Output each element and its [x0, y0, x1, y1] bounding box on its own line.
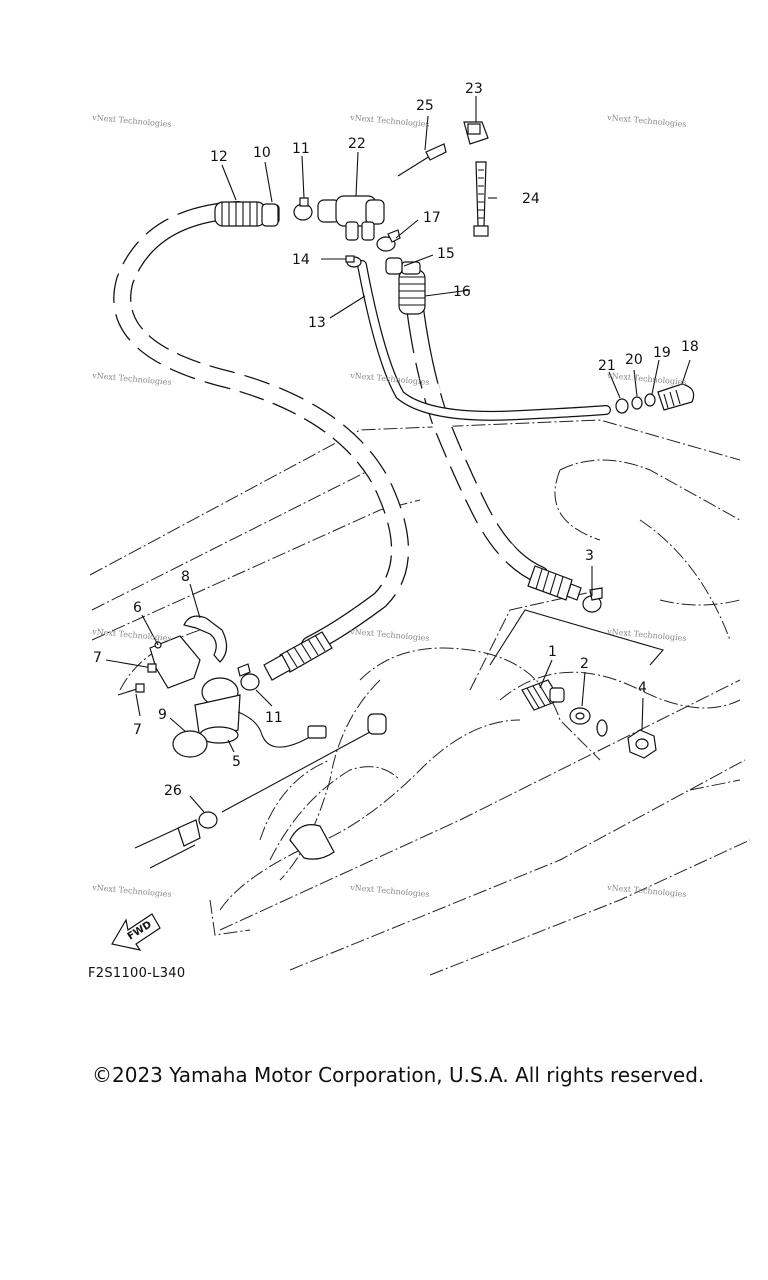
part-26-clamp	[198, 811, 218, 829]
part-19-nut	[644, 393, 656, 407]
callout-24: 24	[522, 191, 540, 207]
watermark-text: vNext Technologies	[91, 883, 172, 899]
callout-9: 9	[158, 707, 167, 723]
hose-13	[357, 260, 611, 421]
watermark-text: vNext Technologies	[606, 113, 687, 129]
part-25-rivet	[397, 143, 447, 177]
fwd-arrow: FWD	[111, 913, 161, 951]
part-5-bilge-pump	[194, 677, 327, 748]
part-24-cable-tie	[473, 161, 489, 237]
part-23-clip	[463, 121, 489, 145]
leader-lines	[105, 96, 691, 813]
callout-21: 21	[598, 358, 616, 374]
hull-outline	[89, 419, 751, 976]
part-4-nut	[627, 729, 657, 759]
corrugation-16-bottom	[527, 565, 582, 601]
callout-8: 8	[181, 569, 190, 585]
callout-3: 3	[585, 548, 594, 564]
callout-2: 2	[580, 656, 589, 672]
callout-11-top: 11	[292, 141, 310, 157]
watermark-text: vNext Technologies	[606, 883, 687, 899]
ring-small	[596, 719, 608, 737]
callout-14: 14	[292, 252, 310, 268]
callouts: 12 10 11 22 25 23 24 17 14 15 16 13 21 2…	[93, 81, 699, 799]
watermark-text: vNext Technologies	[349, 883, 430, 899]
part-22-tee-fitting	[317, 195, 385, 241]
watermark-text: vNext Technologies	[91, 627, 172, 643]
part-3-clamp	[582, 587, 603, 613]
copyright-notice: ©2023 Yamaha Motor Corporation, U.S.A. A…	[92, 1063, 705, 1087]
callout-1: 1	[548, 644, 557, 660]
callout-12: 12	[210, 149, 228, 165]
part-7-screws	[117, 661, 157, 696]
callout-19: 19	[653, 345, 671, 361]
part-18-nozzle	[657, 383, 695, 411]
watermark-text: vNext Technologies	[91, 113, 172, 129]
watermark-text: vNext Technologies	[91, 371, 172, 387]
inset-box	[489, 609, 664, 666]
callout-23: 23	[465, 81, 483, 97]
callout-25: 25	[416, 98, 434, 114]
callout-10: 10	[253, 145, 271, 161]
part-9-filter	[172, 730, 208, 758]
callout-7-top: 7	[93, 650, 102, 666]
part-11-clamp-top	[293, 197, 313, 221]
diagram-code: F2S1100-L340	[88, 966, 186, 981]
callout-20: 20	[625, 352, 643, 368]
callout-7-bottom: 7	[133, 722, 142, 738]
part-1-fitting	[521, 679, 565, 711]
hull-drain-fitting	[289, 824, 335, 860]
part-17-clamp	[376, 229, 401, 252]
watermark-text: vNext Technologies	[349, 627, 430, 643]
part-21-clamp	[615, 398, 629, 414]
callout-16: 16	[453, 284, 471, 300]
part-2-washer	[569, 707, 591, 725]
part-14-clamp	[345, 255, 362, 268]
watermark-text: vNext Technologies	[349, 113, 430, 129]
callout-22: 22	[348, 136, 366, 152]
part-15-fitting	[385, 257, 403, 275]
corrugation-12-bottom	[263, 631, 333, 681]
callout-4: 4	[638, 680, 647, 696]
callout-13: 13	[308, 315, 326, 331]
callout-5: 5	[232, 754, 241, 770]
bottom-hose	[134, 713, 387, 869]
callout-15: 15	[437, 246, 455, 262]
part-8-bracket	[183, 615, 228, 663]
callout-18: 18	[681, 339, 699, 355]
watermark-text: vNext Technologies	[606, 627, 687, 643]
part-10-fitting	[261, 203, 279, 227]
part-20-washer	[631, 396, 643, 410]
hose-16	[398, 261, 582, 601]
callout-11-bottom: 11	[265, 710, 283, 726]
corrugation-16-top	[398, 261, 426, 315]
callout-17: 17	[423, 210, 441, 226]
callout-6: 6	[133, 600, 142, 616]
callout-26: 26	[164, 783, 182, 799]
parts-diagram: 12 10 11 22 25 23 24 17 14 15 16 13 21 2…	[89, 81, 751, 976]
watermark-text: vNext Technologies	[606, 371, 687, 387]
part-11-clamp-bottom	[237, 663, 260, 691]
hose-12	[112, 201, 410, 681]
